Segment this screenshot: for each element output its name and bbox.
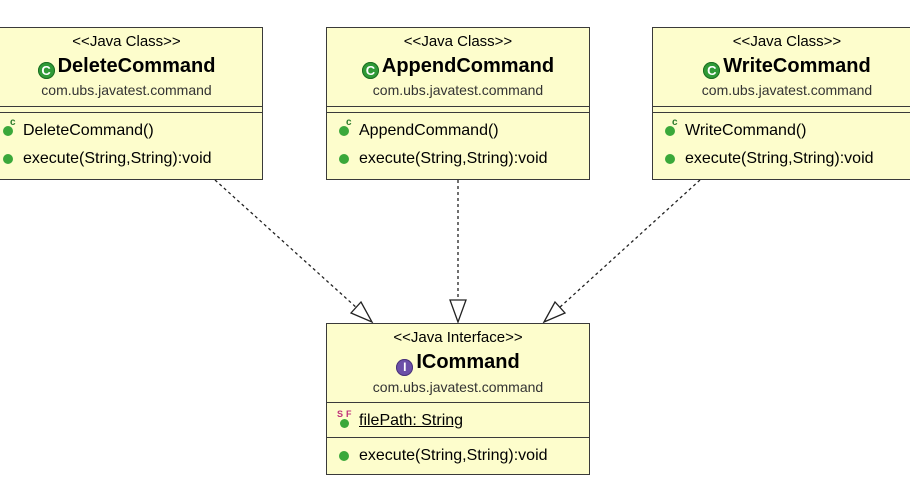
public-method-icon [665, 154, 675, 164]
stereotype-label: <<Java Interface>> [393, 329, 523, 346]
realization-arrowhead-deletecommand [349, 300, 374, 324]
constructor-marker-icon: c [346, 117, 352, 128]
package-label: com.ubs.javatest.command [372, 82, 544, 98]
class-icon: C [361, 62, 379, 79]
public-method-icon [3, 154, 13, 164]
attributes-section [0, 106, 262, 112]
operations-section: c AppendCommand() execute(String,String)… [327, 112, 589, 176]
package-label: com.ubs.javatest.command [372, 379, 544, 395]
method-label: execute(String,String):void [685, 150, 874, 167]
operations-section: execute(String,String):void [327, 437, 589, 473]
constructor-marker-icon: c [672, 117, 678, 128]
interface-name: ICommand [416, 351, 520, 373]
public-method-icon [339, 154, 349, 164]
constructor-icon [339, 126, 349, 136]
method-label: execute(String,String):void [23, 150, 212, 167]
package-label: com.ubs.javatest.command [41, 82, 212, 98]
class-name: DeleteCommand [57, 55, 216, 77]
constructor-icon [3, 126, 13, 136]
public-method-icon [339, 451, 349, 461]
package-label: com.ubs.javatest.command [701, 82, 873, 98]
method-row[interactable]: execute(String,String):void [663, 145, 910, 173]
attributes-section [653, 106, 910, 112]
realization-line-deletecommand [214, 179, 369, 319]
class-icon: C [37, 62, 55, 79]
realization-arrowhead-writecommand [542, 300, 567, 324]
stereotype-label: <<Java Class>> [403, 33, 513, 50]
constructor-icon [665, 126, 675, 136]
constructor-row[interactable]: c DeleteCommand() [1, 117, 262, 145]
realization-arrowhead-appendcommand [449, 299, 467, 324]
field-label: filePath: String [359, 412, 464, 429]
interface-icon: I [396, 359, 414, 376]
constructor-label: WriteCommand() [685, 122, 807, 139]
method-row[interactable]: execute(String,String):void [1, 145, 262, 173]
method-row[interactable]: execute(String,String):void [337, 145, 589, 173]
constructor-label: AppendCommand() [359, 122, 499, 139]
method-label: execute(String,String):void [359, 447, 548, 464]
constructor-marker-icon: c [10, 117, 16, 128]
constructor-label: DeleteCommand() [23, 122, 154, 139]
attributes-section [327, 106, 589, 112]
class-icon: C [703, 62, 721, 79]
realization-line-writecommand [547, 179, 701, 319]
constructor-row[interactable]: c AppendCommand() [337, 117, 589, 145]
stereotype-label: <<Java Class>> [72, 33, 181, 50]
constructor-row[interactable]: c WriteCommand() [663, 117, 910, 145]
class-name: WriteCommand [723, 55, 871, 77]
method-label: execute(String,String):void [359, 150, 548, 167]
operations-section: c WriteCommand() execute(String,String):… [653, 112, 910, 176]
stereotype-label: <<Java Class>> [732, 33, 842, 50]
class-name: AppendCommand [381, 55, 555, 77]
operations-section: c DeleteCommand() execute(String,String)… [0, 112, 262, 176]
method-row[interactable]: execute(String,String):void [337, 442, 589, 470]
